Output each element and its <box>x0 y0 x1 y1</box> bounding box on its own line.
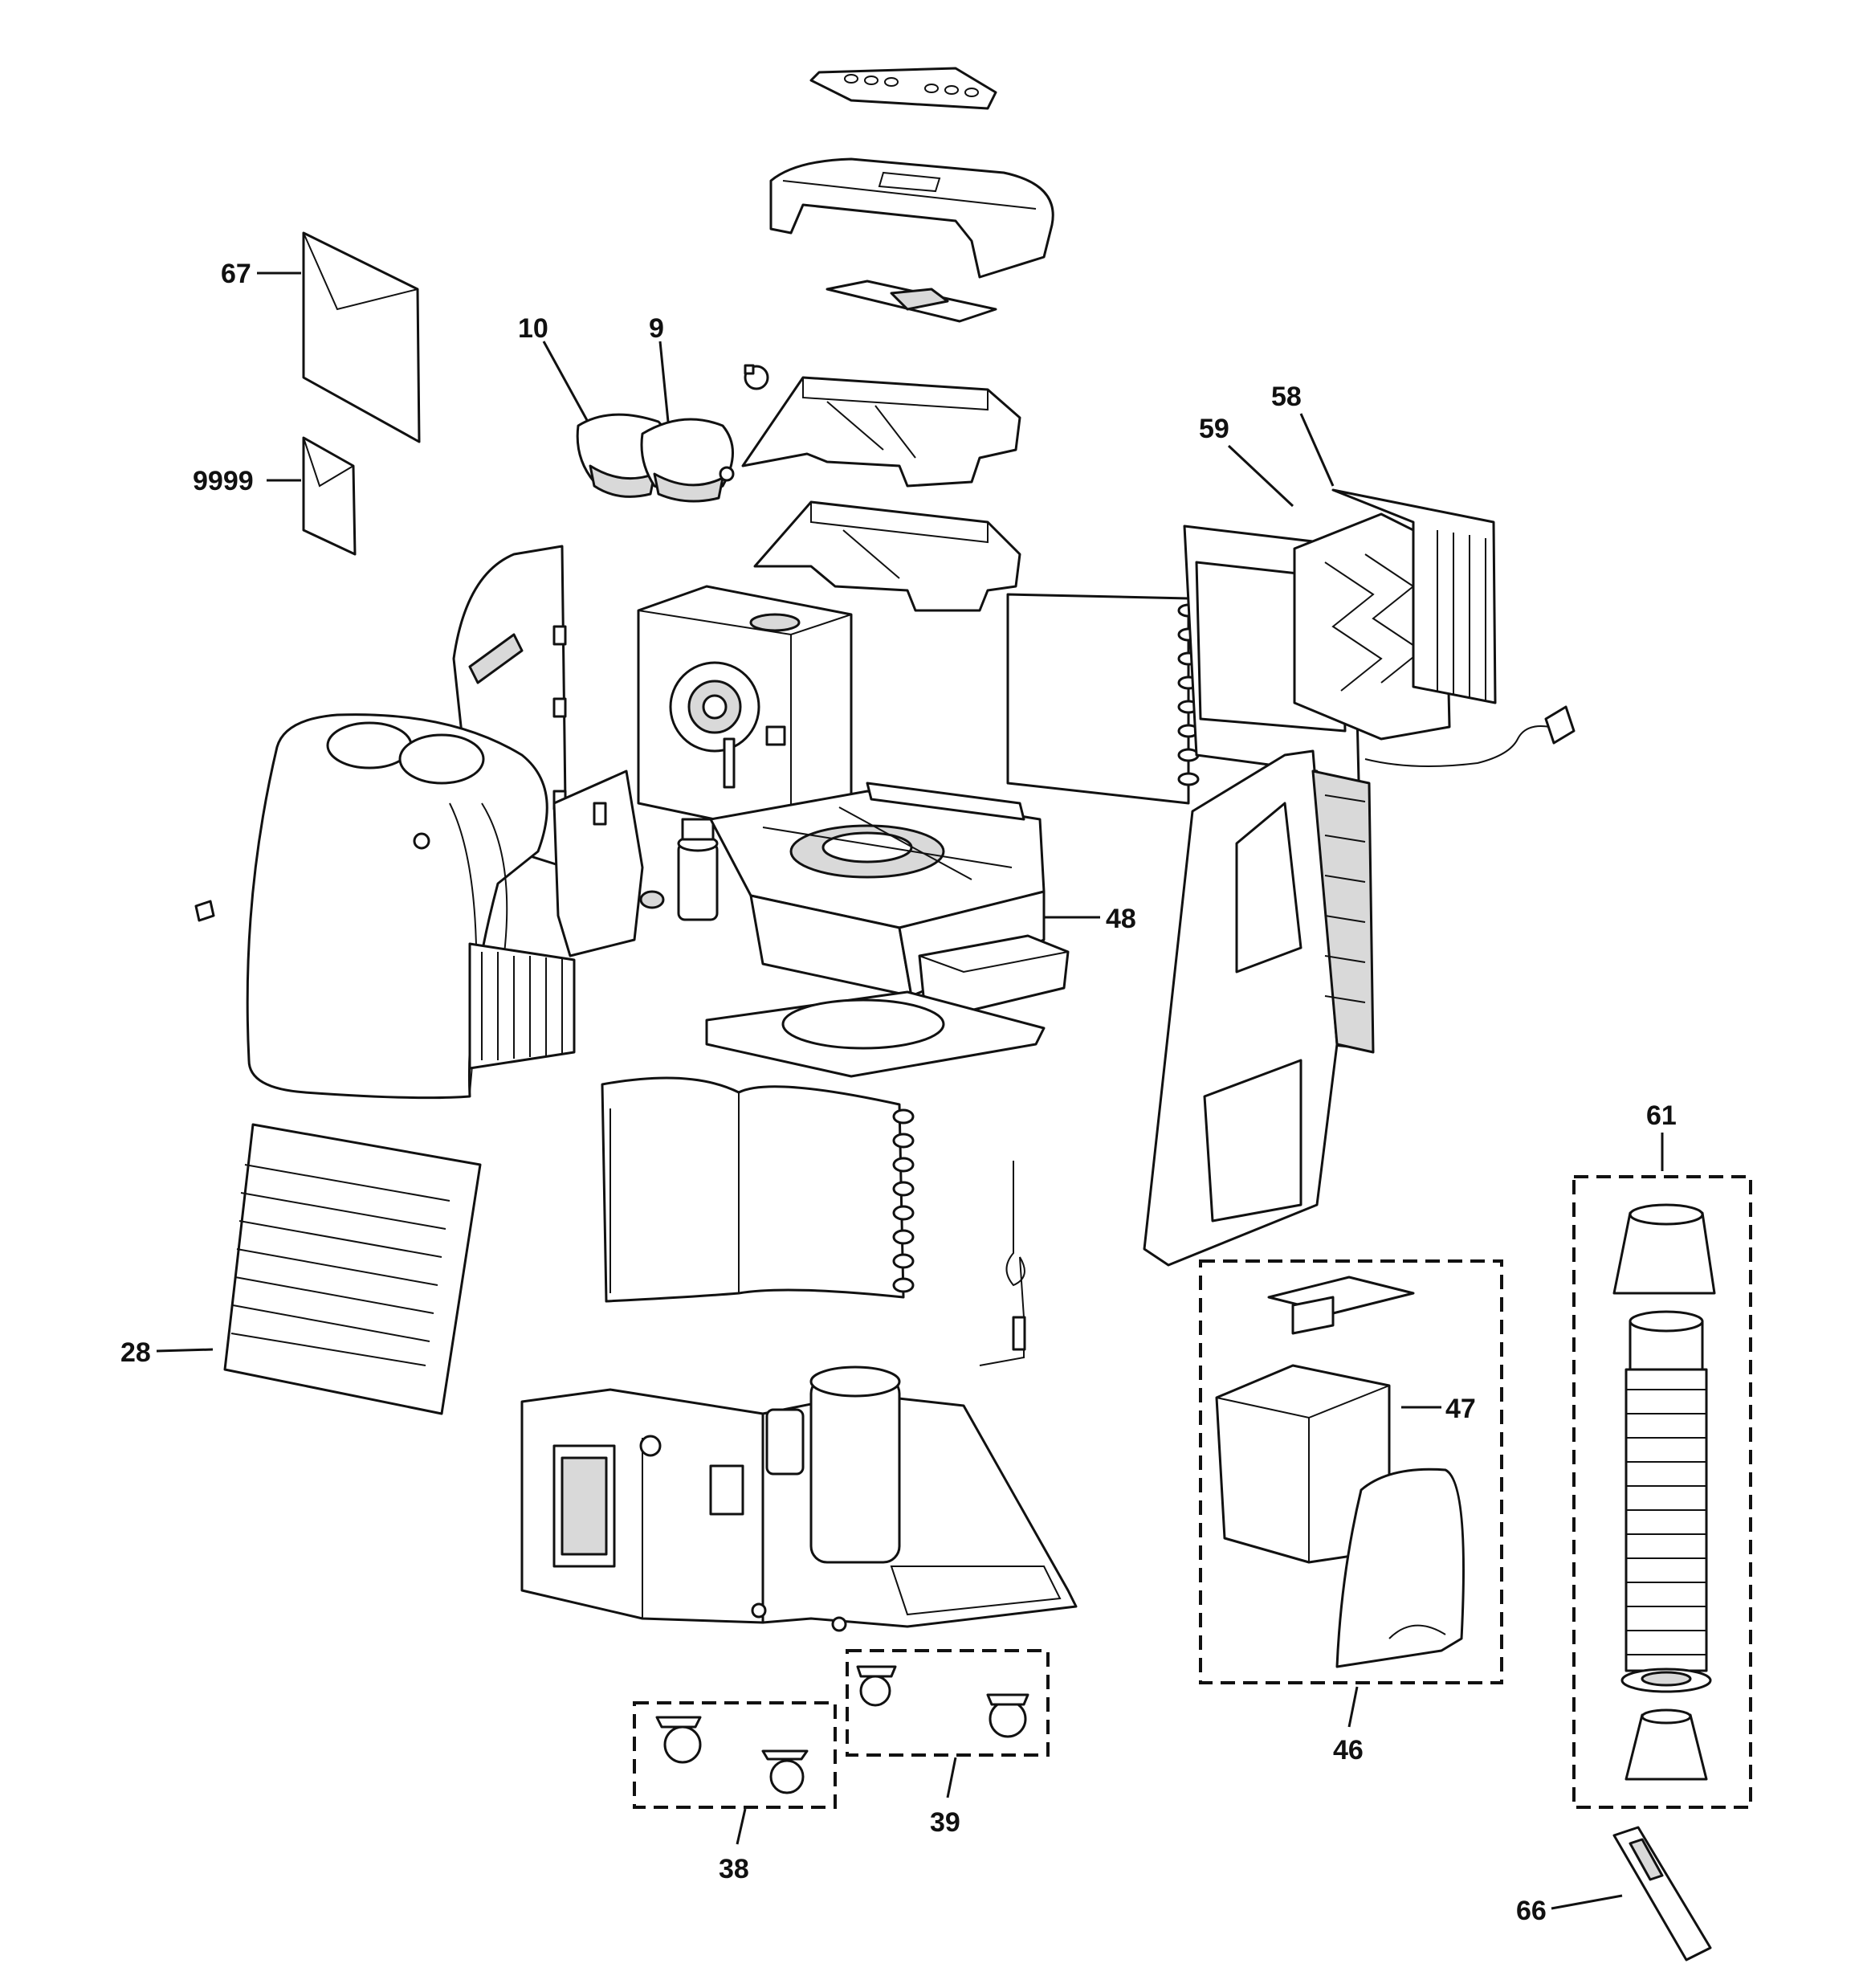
condenser-coil <box>601 1076 915 1303</box>
callout-58: 58 <box>1271 382 1302 412</box>
base-compressor-assembly <box>520 1365 1078 1632</box>
front-grille <box>223 1123 482 1415</box>
unit-adapter <box>1625 1708 1708 1781</box>
callout-67: 67 <box>221 259 251 289</box>
callout-47: 47 <box>1445 1394 1476 1424</box>
callout-28: 28 <box>120 1337 151 1368</box>
callout-9999: 9999 <box>193 466 254 496</box>
filter-pair <box>576 413 735 503</box>
callout-48: 48 <box>1106 904 1136 934</box>
lower-louver-housing <box>753 500 1021 612</box>
callout-10: 10 <box>518 313 548 344</box>
callout-39: 39 <box>930 1807 960 1838</box>
power-cord <box>1364 705 1576 767</box>
hose-connector <box>1629 1310 1704 1371</box>
filter-grille <box>1331 488 1497 704</box>
partition-plate <box>705 990 1046 1078</box>
clip <box>194 900 215 922</box>
manual-envelope <box>302 231 421 443</box>
callout-38: 38 <box>719 1854 749 1884</box>
tank-cover <box>1335 1468 1465 1668</box>
control-panel-cover <box>809 67 997 110</box>
display-board <box>826 280 997 323</box>
callout-46: 46 <box>1333 1735 1364 1766</box>
rear-housing <box>1143 749 1375 1267</box>
callout-66: 66 <box>1516 1896 1547 1926</box>
caster-set-rear <box>846 1649 1050 1757</box>
left-filter-grille <box>468 942 576 1070</box>
upper-louver-housing <box>741 376 1021 488</box>
blower-housing <box>637 585 853 837</box>
leader-lines <box>156 271 1664 1910</box>
callout-9: 9 <box>649 313 664 344</box>
window-adapter <box>1612 1203 1716 1295</box>
air-filter <box>1293 512 1451 741</box>
remote-control <box>1612 1826 1712 1961</box>
callout-59: 59 <box>1199 414 1229 444</box>
coil-tubes <box>892 1108 915 1293</box>
control-bracket <box>552 769 665 957</box>
evaporator-coil <box>1006 593 1200 805</box>
callout-61: 61 <box>1646 1100 1677 1131</box>
tank-lid <box>1267 1276 1415 1335</box>
top-panel <box>769 157 1054 279</box>
exhaust-hose <box>1625 1368 1708 1672</box>
caster-set-front <box>633 1701 837 1809</box>
hose-end-flange <box>1620 1668 1712 1693</box>
capacitor <box>677 818 719 921</box>
refrigerant-tube <box>979 1161 1026 1366</box>
callout-labels: 67 9999 10 9 58 59 48 28 61 47 46 39 38 … <box>120 259 1677 1926</box>
small-envelope <box>302 436 357 556</box>
knob <box>744 364 769 390</box>
